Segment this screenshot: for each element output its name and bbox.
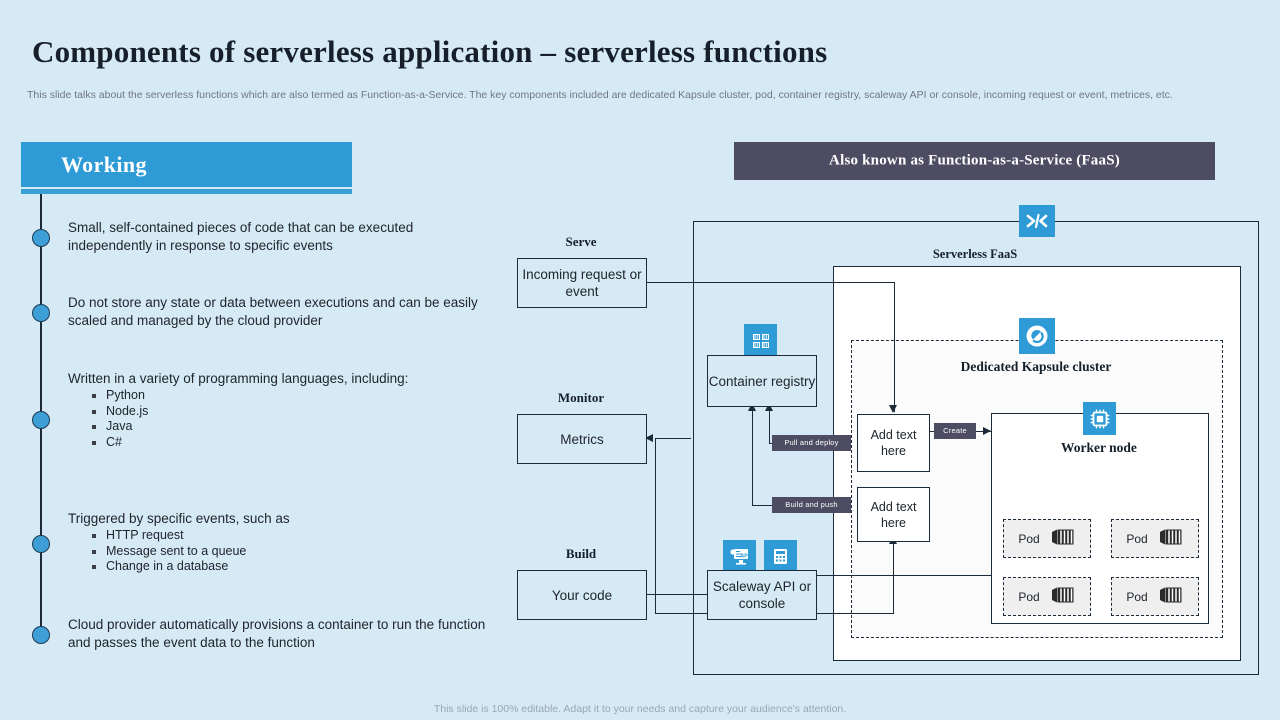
- box-your-code[interactable]: Your code: [517, 570, 647, 620]
- kapsule-cluster-label: Dedicated Kapsule cluster: [960, 359, 1112, 374]
- pod-label: Pod: [1018, 589, 1040, 604]
- list-item: Written in a variety of programming lang…: [68, 370, 488, 450]
- sublist: Python Node.js Java C#: [68, 388, 488, 450]
- box-incoming-request[interactable]: Incoming request or event: [517, 258, 647, 308]
- page-title: Components of serverless application – s…: [32, 34, 828, 69]
- connector-build-push-up: [752, 410, 754, 506]
- timeline-dot-3: [32, 411, 50, 429]
- code-brackets-icon: [1019, 205, 1055, 237]
- connector-scaleway-placeholder: [815, 613, 894, 615]
- calculator-icon: [764, 540, 797, 573]
- footer-note: This slide is 100% editable. Adapt it to…: [433, 703, 847, 715]
- stage-label-monitor: Monitor: [557, 390, 605, 405]
- connector-metrics-arrowhead: [645, 434, 653, 442]
- sublist-item: Change in a database: [68, 559, 488, 575]
- timeline-dot-2: [32, 304, 50, 322]
- serverless-faas-outer-frame: [693, 221, 1259, 675]
- connector-serve: [645, 282, 895, 284]
- faas-banner: Also known as Function-as-a-Service (Faa…: [734, 142, 1215, 180]
- timeline-dot-1: [32, 229, 50, 247]
- box-add-text-here-2[interactable]: Add text here: [857, 487, 930, 542]
- connector-serve-arrowhead: [889, 405, 897, 413]
- connector-scaleway-placeholder-up: [893, 543, 895, 614]
- connector-build-push-arrowhead: [748, 403, 756, 411]
- pod-label: Pod: [1126, 531, 1148, 546]
- sublist-item: Message sent to a queue: [68, 544, 488, 560]
- container-icon: [1158, 528, 1184, 549]
- kapsule-cluster-icon: [1019, 318, 1055, 354]
- timeline-dot-5: [32, 626, 50, 644]
- sublist-item: Node.js: [68, 404, 488, 420]
- connector-yourcode-scaleway: [645, 594, 709, 596]
- box-metrics[interactable]: Metrics: [517, 414, 647, 464]
- tag-create: Create: [934, 423, 976, 439]
- sublist: HTTP request Message sent to a queue Cha…: [68, 528, 488, 575]
- container-icon: [1050, 528, 1076, 549]
- working-header-label: Working: [61, 151, 147, 177]
- api-console-icon: API: [723, 540, 756, 573]
- connector-create-arrowhead: [983, 427, 991, 435]
- connector-pull-deploy-arrowhead: [765, 403, 773, 411]
- connector-metrics-base: [655, 613, 707, 615]
- container-registry-icon: [744, 324, 777, 357]
- timeline-dot-4: [32, 535, 50, 553]
- container-icon: [1158, 586, 1184, 607]
- stage-label-build: Build: [565, 546, 597, 561]
- connector-pull-deploy-up: [769, 410, 771, 444]
- list-item-text: Written in a variety of programming lang…: [68, 371, 409, 386]
- sublist-item: C#: [68, 435, 488, 451]
- page-subtitle: This slide talks about the serverless fu…: [27, 89, 1173, 101]
- list-item: Triggered by specific events, such as HT…: [68, 510, 488, 575]
- box-add-text-here-1[interactable]: Add text here: [857, 414, 930, 472]
- pod-box[interactable]: Pod: [1111, 519, 1199, 558]
- pod-label: Pod: [1126, 589, 1148, 604]
- working-header-underline: [21, 189, 352, 194]
- pod-box[interactable]: Pod: [1111, 577, 1199, 616]
- list-item: Do not store any state or data between e…: [68, 295, 478, 328]
- sublist-item: Python: [68, 388, 488, 404]
- faas-banner-label: Also known as Function-as-a-Service (Faa…: [829, 152, 1120, 169]
- connector-scaleway-worker: [815, 575, 991, 577]
- connector-serve-down: [894, 282, 896, 412]
- svg-text:API: API: [741, 554, 750, 560]
- tag-pull-and-deploy: Pull and deploy: [772, 435, 851, 451]
- list-item: Cloud provider automatically provisions …: [68, 617, 486, 650]
- serverless-faas-label: Serverless FaaS: [932, 247, 1018, 261]
- box-container-registry[interactable]: Container registry: [707, 355, 817, 407]
- connector-build-push-h: [752, 505, 775, 507]
- container-icon: [1050, 586, 1076, 607]
- list-item-text: Triggered by specific events, such as: [68, 511, 290, 526]
- connector-metrics-down: [655, 438, 657, 614]
- connector-metrics: [655, 438, 691, 440]
- stage-label-serve: Serve: [565, 234, 597, 249]
- list-item: Small, self-contained pieces of code tha…: [68, 220, 414, 253]
- pod-label: Pod: [1018, 531, 1040, 546]
- sublist-item: Java: [68, 419, 488, 435]
- tag-build-and-push: Build and push: [772, 497, 851, 513]
- working-header-bar: Working: [21, 142, 352, 187]
- cpu-chip-icon: [1083, 402, 1116, 435]
- worker-node-label: Worker node: [1061, 440, 1137, 455]
- sublist-item: HTTP request: [68, 528, 488, 544]
- pod-box[interactable]: Pod: [1003, 519, 1091, 558]
- pod-box[interactable]: Pod: [1003, 577, 1091, 616]
- box-scaleway-api-console[interactable]: Scaleway API or console: [707, 570, 817, 620]
